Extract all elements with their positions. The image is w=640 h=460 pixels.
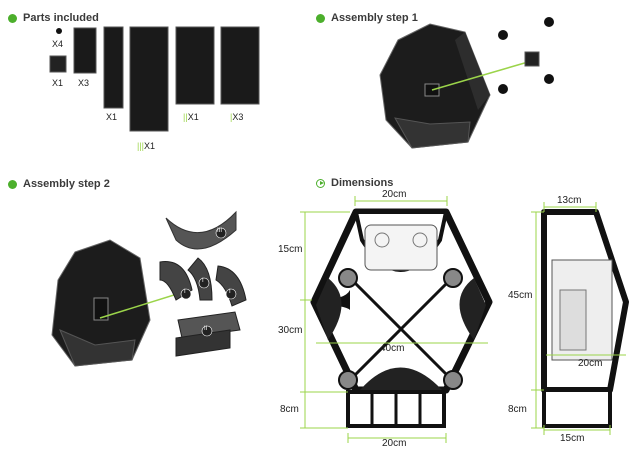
screw-2 [498,30,508,40]
assembly-step-1-title: Assembly step 1 [316,12,418,24]
big-panel-part [129,26,169,132]
screw-3 [544,74,554,84]
play-icon [316,178,325,188]
parts-included-title: Parts included [8,12,99,24]
mark-circle [180,288,192,300]
front-view [300,196,493,443]
mark-circle [198,277,210,289]
mark-circle [225,288,237,300]
dimensions-title: Dimensions [316,177,393,189]
mark-i-c: I [229,289,231,295]
step1-arrow [431,61,529,91]
parts-group [49,26,260,132]
bullet-icon [8,179,17,189]
mark-iii: III [217,228,223,234]
side-upper-height: 45cm [508,290,533,301]
mid-panel-a-qty: X1 [187,112,199,122]
panel-i-c [215,265,247,307]
side-view [531,202,629,435]
screw-qty: X4 [52,39,64,49]
mark-ii: II [204,326,208,332]
mid-panel-a-label: ||X1 [183,112,199,122]
pad-part [49,55,67,73]
small-panel-part [73,27,97,74]
screw-part [56,28,62,34]
rotor [338,268,358,288]
front-right-pocket [459,278,486,340]
big-panel-mark: ||| [137,141,145,151]
bullet-icon [8,13,17,23]
front-bottom-pocket [360,367,442,390]
mid-panel-b-mark: | [230,112,233,122]
front-total-height: 30cm [278,325,303,336]
mark-i-a: I [184,289,186,295]
drone-controller [364,224,438,271]
drone-side [455,32,490,110]
bullet-icon [316,13,325,23]
front-left-pocket [316,278,342,340]
side-bottom-depth: 15cm [560,433,585,444]
pad-qty: X1 [52,78,64,88]
side-dimension-lines [531,202,626,435]
assembly-step-2-title: Assembly step 2 [8,178,110,190]
mount-slot-2 [93,297,109,321]
drone-bottom [394,117,471,149]
screw-1 [544,17,554,27]
step1-group [379,17,554,149]
rotor [338,370,358,390]
small-panel-qty: X3 [78,78,90,88]
front-bottom-width: 20cm [382,438,407,449]
mid-panel-b-part [220,26,260,105]
mark-circle [215,227,227,239]
screw-4 [498,84,508,94]
side-base [542,388,612,428]
side-lower-height: 8cm [508,404,527,415]
panel-iii [165,210,237,250]
front-lower-height: 8cm [280,404,299,415]
front-upper-height: 15cm [278,244,303,255]
mark-i-b: I [202,278,204,284]
front-top-width: 20cm [382,189,407,200]
rotor [443,268,463,288]
cross-brace [348,276,454,382]
drone-bottom-2 [59,329,136,367]
side-mid-depth: 20cm [578,358,603,369]
front-mid-width: 40cm [380,343,405,354]
mid-panel-b-label: |X3 [230,112,243,122]
side-drone-body [559,289,587,351]
rotor [443,370,463,390]
mark-circle [201,325,213,337]
front-dimension-lines [300,196,488,443]
panel-i-b [187,257,213,301]
mid-panel-a-part [175,26,215,105]
big-panel-label: |||X1 [137,141,155,151]
step2-group [51,210,247,367]
pad-piece [524,51,540,67]
mid-panel-a-mark: || [183,112,188,122]
stick-right [412,232,428,248]
side-top-depth: 13cm [557,195,582,206]
tall-panel-qty: X1 [106,112,118,122]
mid-panel-b-qty: X3 [232,112,244,122]
big-panel-qty: X1 [144,141,156,151]
tall-panel-part [103,26,124,109]
stick-left [374,232,390,248]
